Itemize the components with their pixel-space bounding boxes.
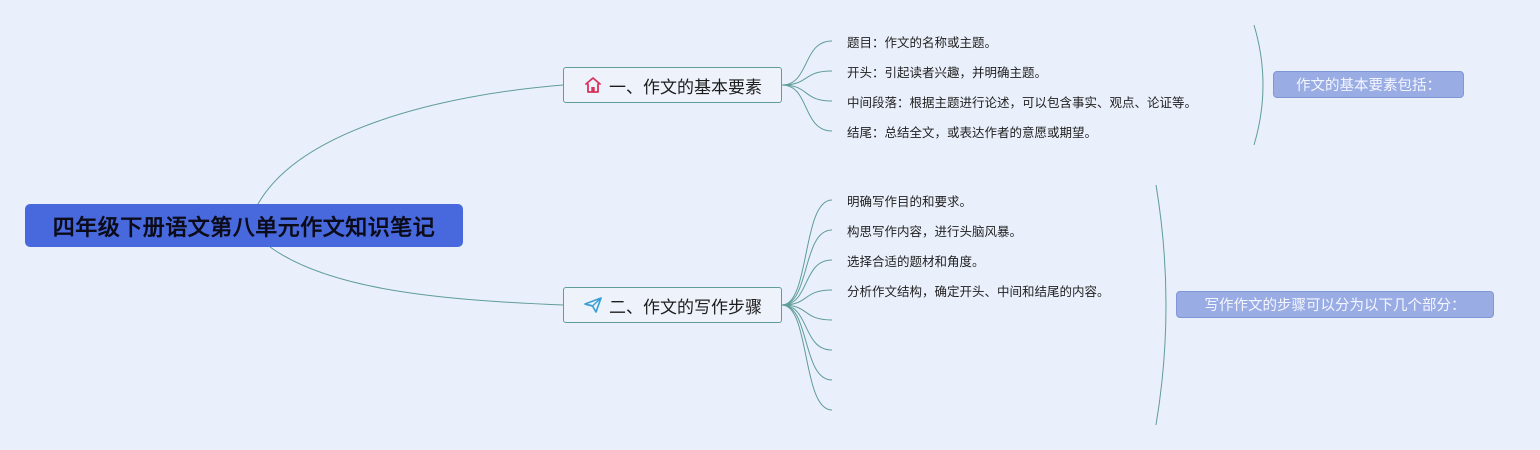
leaf-connector — [781, 84, 833, 102]
root-topic[interactable]: 四年级下册语文第八单元作文知识笔记 — [25, 204, 463, 247]
home-icon — [585, 77, 601, 93]
leaf-topic[interactable]: 构思写作内容，进行头脑风暴。 — [847, 224, 1023, 239]
leaf-connector — [781, 304, 833, 321]
leaf-connector — [781, 84, 833, 132]
branch-label: 一、作文的基本要素 — [609, 77, 762, 98]
leaf-topic[interactable]: 题目：作文的名称或主题。 — [847, 35, 998, 50]
branch-writing-steps[interactable]: 二、作文的写作步骤 — [563, 287, 782, 323]
leaf-topic[interactable]: 分析作文结构，确定开头、中间和结尾的内容。 — [847, 284, 1110, 299]
leaf-connector — [781, 199, 833, 306]
leaf-connector — [781, 304, 833, 411]
root-topic-label: 四年级下册语文第八单元作文知识笔记 — [52, 215, 436, 241]
summary-label: 作文的基本要素包括： — [1296, 78, 1441, 94]
connectors-branch-2 — [781, 199, 833, 411]
summary-brace-1 — [1253, 24, 1264, 146]
leaf-connector — [781, 40, 833, 86]
leaf-connector — [781, 70, 833, 86]
leaf-topic[interactable]: 开头：引起读者兴趣，并明确主题。 — [847, 65, 1048, 80]
leaf-topic[interactable]: 中间段落：根据主题进行论述，可以包含事实、观点、论证等。 — [847, 95, 1198, 110]
leaf-connector — [781, 259, 833, 306]
branch-basic-elements[interactable]: 一、作文的基本要素 — [563, 67, 782, 103]
send-icon — [584, 297, 602, 313]
connector-root-branch-1 — [257, 84, 564, 205]
leaf-connector — [781, 229, 833, 306]
branch-label: 二、作文的写作步骤 — [609, 297, 762, 318]
leaf-connector — [781, 304, 833, 351]
summary-label: 写作作文的步骤可以分为以下几个部分： — [1204, 298, 1466, 314]
connector-root-branch-2 — [269, 246, 564, 306]
summary-writing-steps[interactable]: 写作作文的步骤可以分为以下几个部分： — [1176, 291, 1494, 318]
summary-brace-2 — [1155, 184, 1167, 426]
leaf-topic[interactable]: 选择合适的题材和角度。 — [847, 254, 985, 269]
leaf-connector — [781, 304, 833, 381]
leaf-topic[interactable]: 明确写作目的和要求。 — [847, 194, 973, 209]
leaf-topic[interactable]: 结尾：总结全文，或表达作者的意愿或期望。 — [847, 125, 1098, 140]
leaf-connector — [781, 289, 833, 306]
connectors-branch-1 — [781, 40, 833, 132]
summary-basic-elements[interactable]: 作文的基本要素包括： — [1273, 71, 1464, 98]
